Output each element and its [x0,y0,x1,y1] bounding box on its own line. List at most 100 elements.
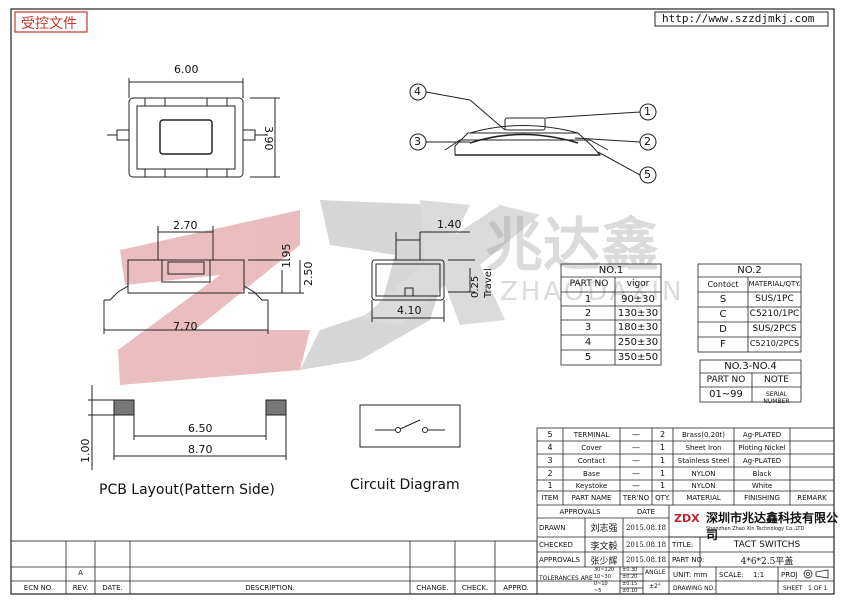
controlled-doc-stamp: 受控文件 [21,16,77,32]
dim-side-2-70: 2.70 [173,219,198,232]
no2-header-contact: Contoct [707,280,739,289]
bom-part-name: Contact [577,457,606,465]
tol-range: 10~30 [594,574,611,580]
rev-value: A [78,569,83,577]
watermark-chinese: 兆达鑫 [485,211,659,279]
bom-ter-no: — [632,481,640,490]
title-value: TACT SWITCHS [733,540,801,550]
no2-row-material: C5210/2PCS [749,339,800,348]
dim-front-travel: Travel [483,268,494,298]
no34-row-note: SERIAL NUMBER [763,391,790,405]
rev-header-description: DESCRIPTION. [245,584,295,592]
no1-row-vigor: 350±50 [617,352,659,363]
bom-part-name: Keystoke [575,482,608,490]
drawn-name: 刘志强 [590,524,618,534]
bom-header-qty: QTY. [655,494,670,502]
circuit-diagram [359,404,461,448]
no1-row-vigor: 130±30 [617,308,659,319]
dim-top-width: 6.00 [174,63,199,76]
no34-title: NO.3-NO.4 [724,361,777,372]
approvals-label: APPROVALS [539,556,580,564]
angle-label: ANGLE [645,569,666,576]
no2-row-code: F [720,339,726,350]
no2-row-code: S [719,294,727,305]
bom-ter-no: — [632,430,640,439]
bom-item: 1 [547,481,553,490]
bom-header-material: MATERIAL [686,494,721,502]
no1-row-vigor: 180±30 [617,322,659,333]
date-header: DATE [636,508,656,516]
revision-block-grid [10,540,538,595]
scale-label: SCALE: [719,571,744,579]
bom-item: 2 [547,469,553,478]
top-view [107,78,280,178]
rev-header-appro: APPRO. [503,584,529,592]
company-logo: ZDX [673,511,703,525]
bom-part-name: TERMINAL [573,431,610,439]
rev-header-change: CHANGE. [416,584,449,592]
dim-front-1-40: 1.40 [437,218,462,231]
rev-header-check: CHECK. [461,584,489,592]
no1-row-part: 3 [584,322,592,333]
front-view [371,231,475,322]
no34-row-part: 01~99 [709,389,743,400]
bom-qty: 2 [659,430,666,439]
no1-header-vigor: vigor [626,279,650,289]
bom-ter-no: — [632,443,640,452]
bom-header-remark: REMARK [797,494,827,502]
no2-row-code: C [719,309,727,320]
part-no-label: PART NO: [672,556,705,564]
rev-header-ecn: ECN NO. [23,584,54,592]
bom-item: 5 [547,430,553,439]
tol-value: ±0.10 [622,588,638,594]
side-view [103,226,304,334]
checked-date: 2015.08.18 [625,541,667,549]
no2-header-material: MATERIAL/QTY. [748,280,801,288]
tol-range: 30~120 [594,567,615,573]
tolerances-label: TOLERANCES ARE [539,575,593,582]
bom-finishing: Ag-PLATED [742,457,782,465]
bom-header-ter-no: TER'NO [622,494,650,502]
pcb-caption: PCB Layout(Pattern Side) [99,482,275,498]
no1-row-part: 4 [584,337,592,348]
bom-part-name: Cover [581,444,602,452]
bom-finishing: White [751,482,773,490]
approvals-header: APPROVALS [559,508,601,516]
dim-front-4-10: 4.10 [397,304,422,317]
bom-material: Stainless Steel [677,457,730,465]
title-block-grid [536,427,835,595]
no1-row-part: 2 [584,308,592,319]
dim-front-0-25: 0.25 [470,275,481,298]
bom-item: 4 [547,443,553,452]
bom-finishing: Ag-PLATED [742,431,782,439]
dim-pcb-6-50: 6.50 [188,422,213,435]
dim-side-7-70: 7.70 [173,320,198,333]
callout-1: 1 [644,105,651,118]
unit-label: UNIT: mm [673,571,708,579]
no1-row-vigor: 90±30 [621,294,655,305]
callout-5: 5 [644,168,651,181]
no2-row-code: D [719,324,727,335]
no2-row-material: C5210/1PC [749,309,800,319]
bom-header-part-name: PART NAME [571,494,612,502]
circuit-caption: Circuit Diagram [350,477,460,493]
scale-value: 1:1 [753,571,765,579]
checked-name: 李文毅 [590,542,618,552]
company-logo-text: ZDX [674,512,700,525]
no1-header-part: PART NO [569,279,609,289]
dim-side-2-50: 2.50 [302,261,315,287]
approvals-name: 张少辉 [590,557,618,567]
bom-header-finishing: FINISHING [744,494,780,502]
callout-3: 3 [414,135,421,148]
bom-qty: 1 [659,481,666,490]
rev-header-rev: REV. [72,584,89,592]
no2-table-grid [697,263,802,353]
part-no-value: 4*6*2.5平盖 [740,557,794,567]
projection-label: PROJ [781,571,798,579]
rev-header-date: DATE. [102,584,123,592]
drawn-date: 2015.08.18 [625,524,667,532]
website-url[interactable]: http://www.szzdjmkj.com [662,12,815,25]
dim-top-height: 3.90 [262,126,275,151]
no1-table-grid [560,263,662,366]
